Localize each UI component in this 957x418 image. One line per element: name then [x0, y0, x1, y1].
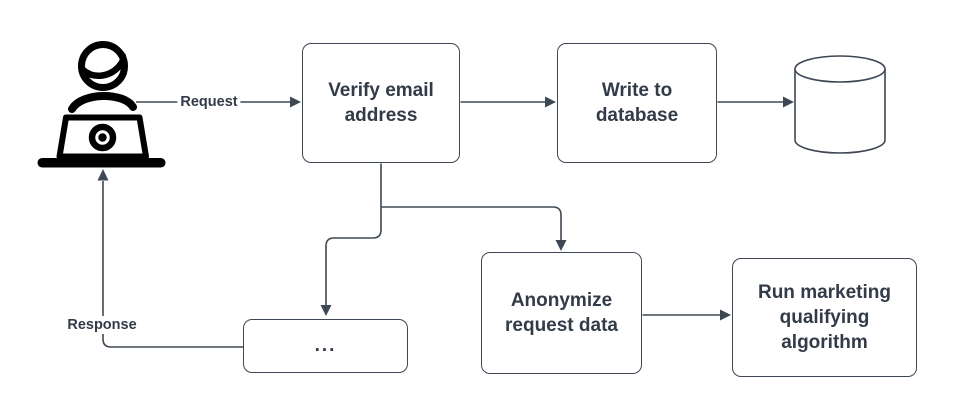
verify-to-anonymize-connector — [381, 206, 567, 251]
response-edge-label: Response — [64, 316, 140, 334]
node-label: ... — [314, 335, 337, 357]
verify-to-write-connector — [460, 96, 556, 108]
node-anonymize-request-data: Anonymize request data — [481, 252, 642, 374]
node-placeholder: ... — [243, 319, 408, 373]
node-label: Verify email address — [328, 79, 434, 126]
request-edge-label: Request — [177, 93, 241, 111]
node-write-to-database: Write to database — [557, 43, 717, 163]
anonymize-to-run-connector — [642, 309, 731, 321]
write-to-database-connector — [717, 96, 794, 108]
node-run-marketing-qualifying-algorithm: Run marketing qualifying algorithm — [732, 258, 917, 377]
node-label: Run marketing qualifying algorithm — [757, 281, 892, 354]
database-cylinder-icon — [794, 55, 886, 154]
verify-to-placeholder-connector — [320, 163, 382, 316]
response-connector — [97, 169, 243, 348]
node-verify-email-address: Verify email address — [302, 43, 460, 163]
node-label: Write to database — [595, 79, 679, 126]
node-label: Anonymize request data — [505, 289, 618, 336]
person-at-laptop-icon — [37, 41, 166, 168]
